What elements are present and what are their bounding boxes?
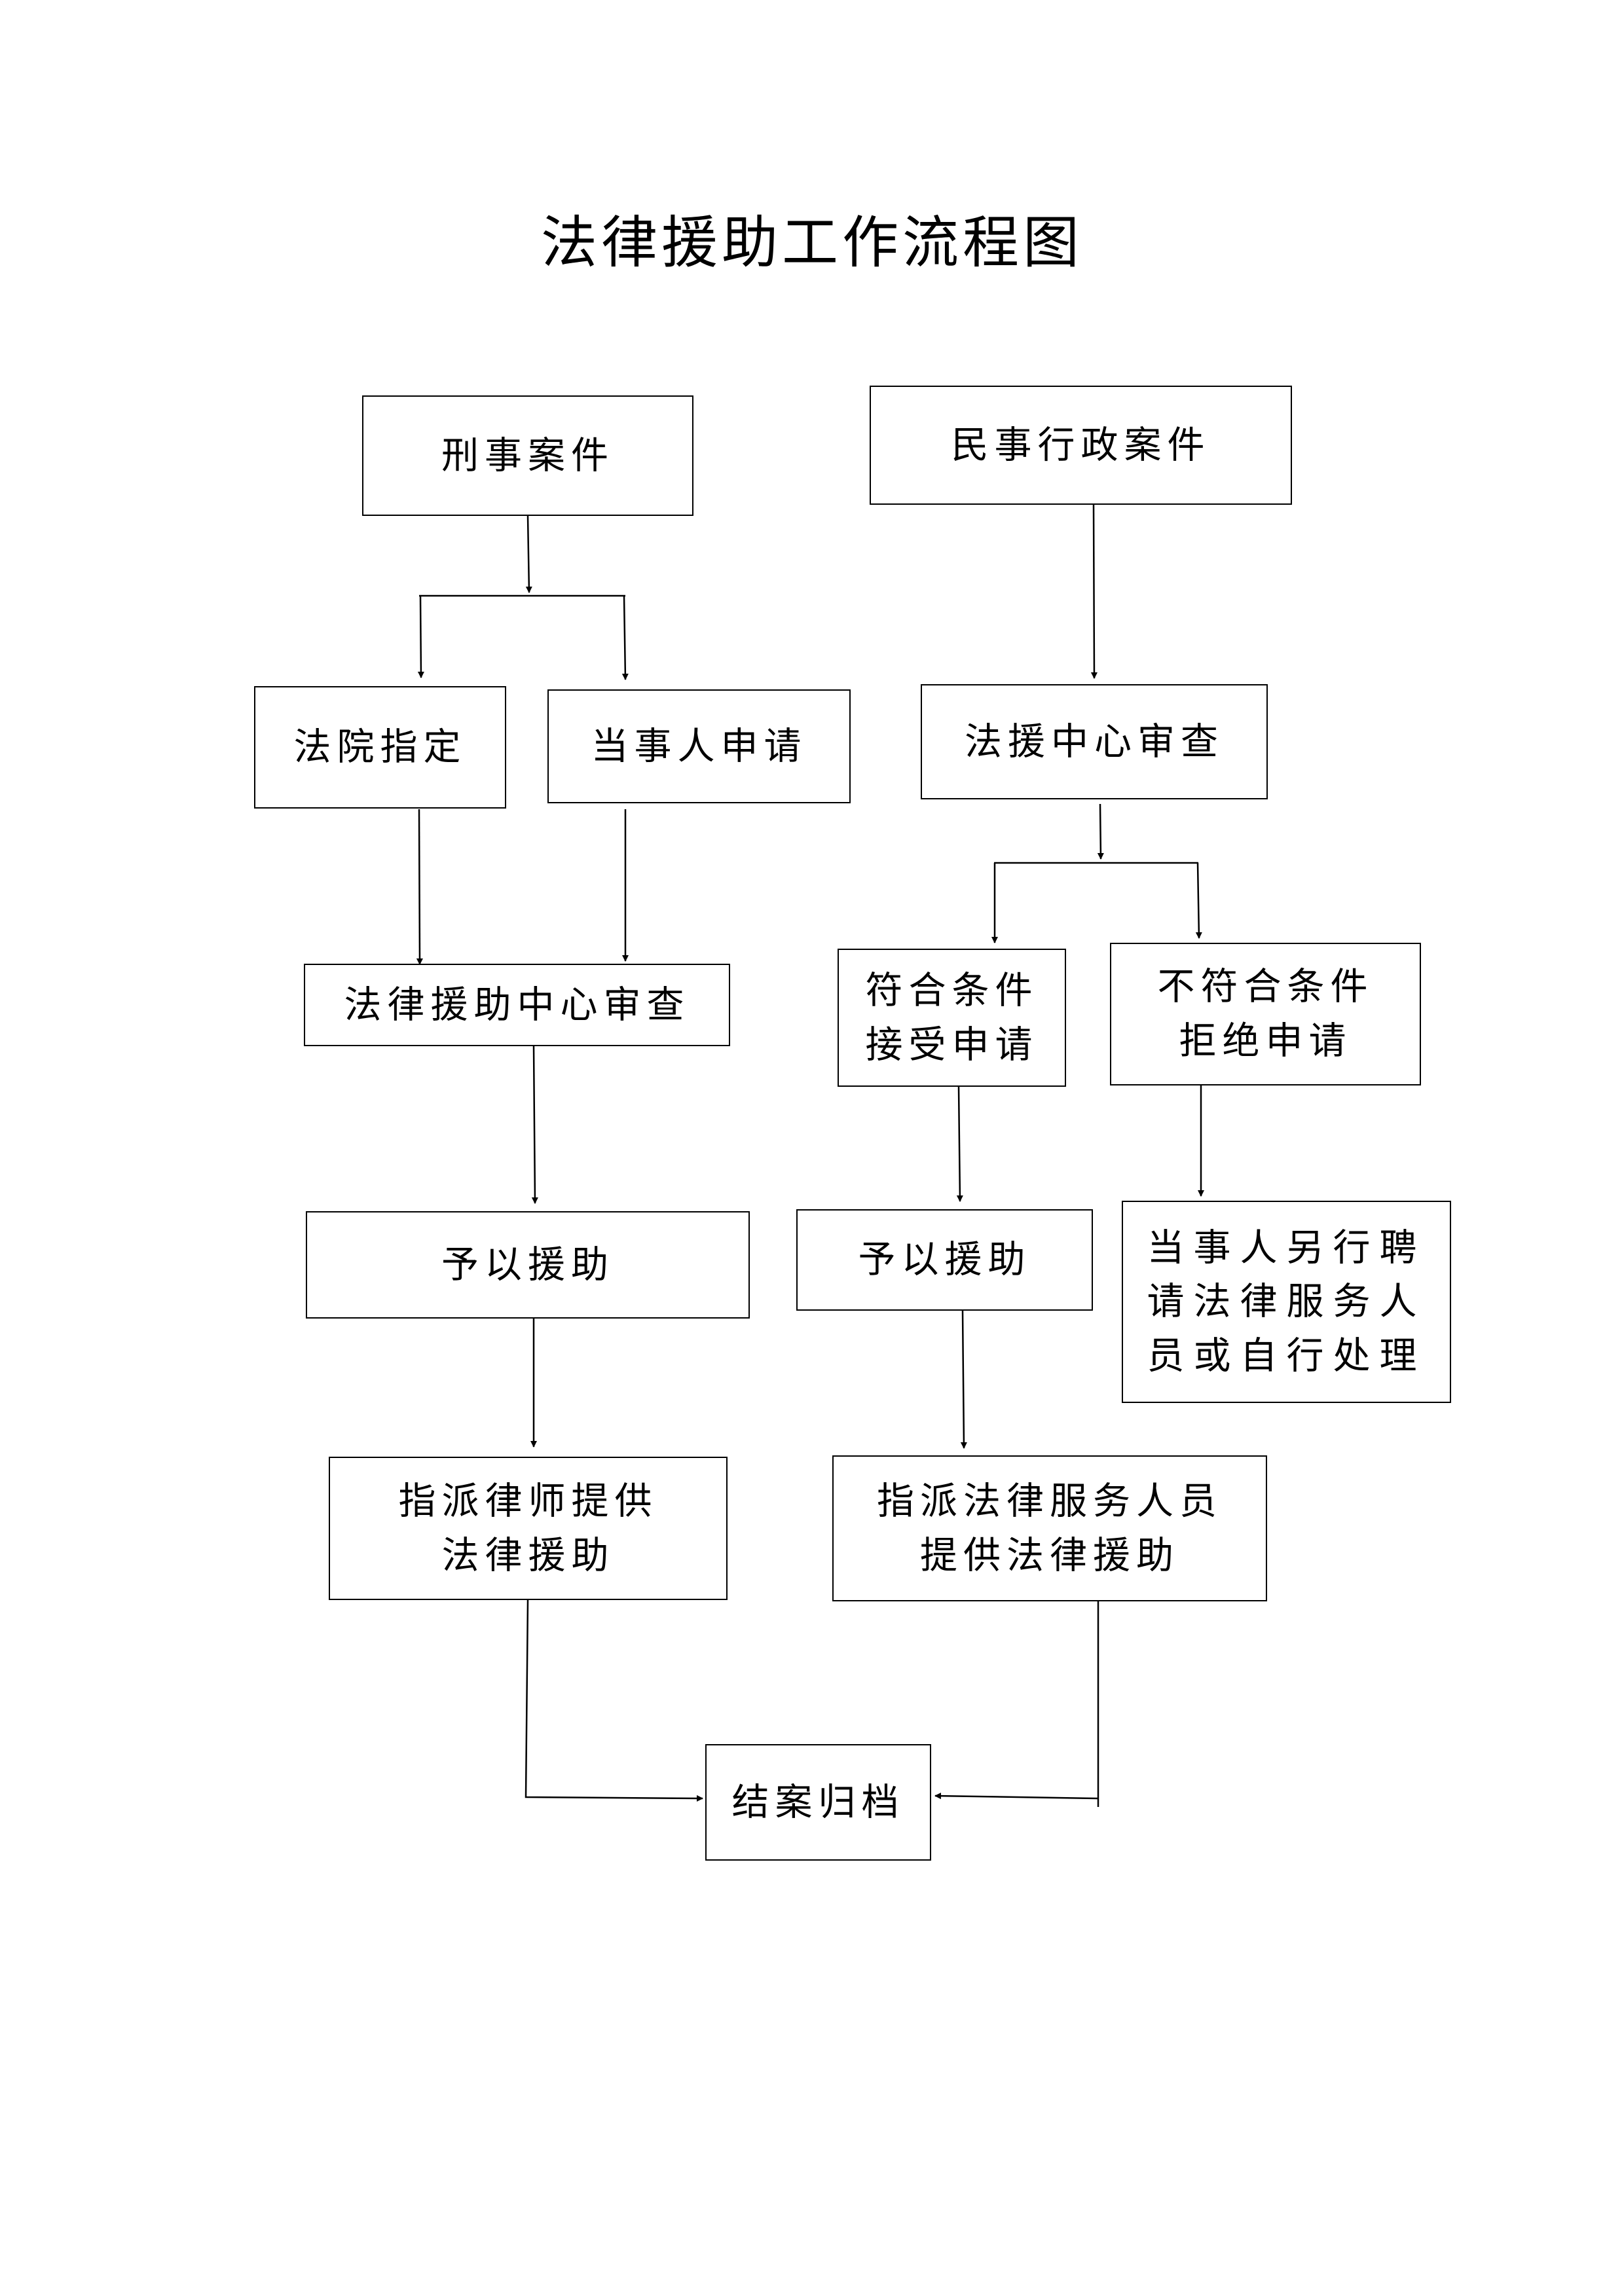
node-grant-aid-right: 予以援助 <box>796 1209 1093 1311</box>
node-center-review-left-label: 法律援助中心审查 <box>344 983 690 1027</box>
edge-split-to-court <box>417 595 424 678</box>
node-grant-aid-left-label: 予以援助 <box>441 1243 614 1286</box>
node-self-handle: 当事人另行聘 请法律服务人 员或自行处理 <box>1122 1201 1451 1403</box>
node-close-archive: 结案归档 <box>705 1744 931 1861</box>
node-meets-conditions-label: 符合条件 接受申请 <box>865 968 1039 1066</box>
node-center-review-right-label: 法援中心审查 <box>965 720 1224 763</box>
node-assign-lawyer: 指派律师提供 法律援助 <box>329 1457 728 1600</box>
node-center-review-right: 法援中心审查 <box>921 684 1268 799</box>
node-not-meet-conditions-label: 不符合条件 拒绝申请 <box>1157 965 1374 1063</box>
edge-criminal-to-split <box>525 515 532 593</box>
edge-meets-to-grant-right <box>956 1086 963 1202</box>
node-civil-admin-case: 民事行政案件 <box>870 386 1292 505</box>
edge-review-to-split <box>1097 803 1104 860</box>
edge-right-into-archive <box>934 1793 1099 1800</box>
page-title: 法律援助工作流程图 <box>541 210 1083 276</box>
node-close-archive-label: 结案归档 <box>731 1780 905 1824</box>
node-assign-lawyer-label: 指派律师提供 法律援助 <box>398 1479 658 1577</box>
node-center-review-left: 法律援助中心审查 <box>304 964 730 1046</box>
edge-grant-to-assign-right <box>960 1310 967 1449</box>
edge-assign-left-to-archive <box>525 1599 703 1802</box>
edge-split-to-party <box>621 595 629 680</box>
node-assign-staff: 指派法律服务人员 提供法律援助 <box>832 1455 1267 1601</box>
node-self-handle-label: 当事人另行聘 请法律服务人 员或自行处理 <box>1147 1226 1426 1377</box>
node-court-appointed: 法院指定 <box>254 686 506 809</box>
node-grant-aid-left: 予以援助 <box>306 1211 750 1319</box>
node-party-application: 当事人申请 <box>547 689 851 803</box>
edge-review-to-grant-left <box>531 1046 538 1204</box>
node-not-meet-conditions: 不符合条件 拒绝申请 <box>1110 943 1421 1085</box>
node-party-application-label: 当事人申请 <box>591 724 807 768</box>
node-criminal-case: 刑事案件 <box>362 395 693 516</box>
node-court-appointed-label: 法院指定 <box>293 725 467 769</box>
node-civil-admin-case-label: 民事行政案件 <box>951 423 1211 467</box>
edge-court-to-review <box>416 809 423 965</box>
node-grant-aid-right-label: 予以援助 <box>858 1238 1031 1282</box>
node-assign-staff-label: 指派法律服务人员 提供法律援助 <box>877 1479 1223 1577</box>
node-meets-conditions: 符合条件 接受申请 <box>838 949 1066 1087</box>
edge-split-to-notmeet <box>1195 862 1202 939</box>
node-criminal-case-label: 刑事案件 <box>441 433 614 477</box>
